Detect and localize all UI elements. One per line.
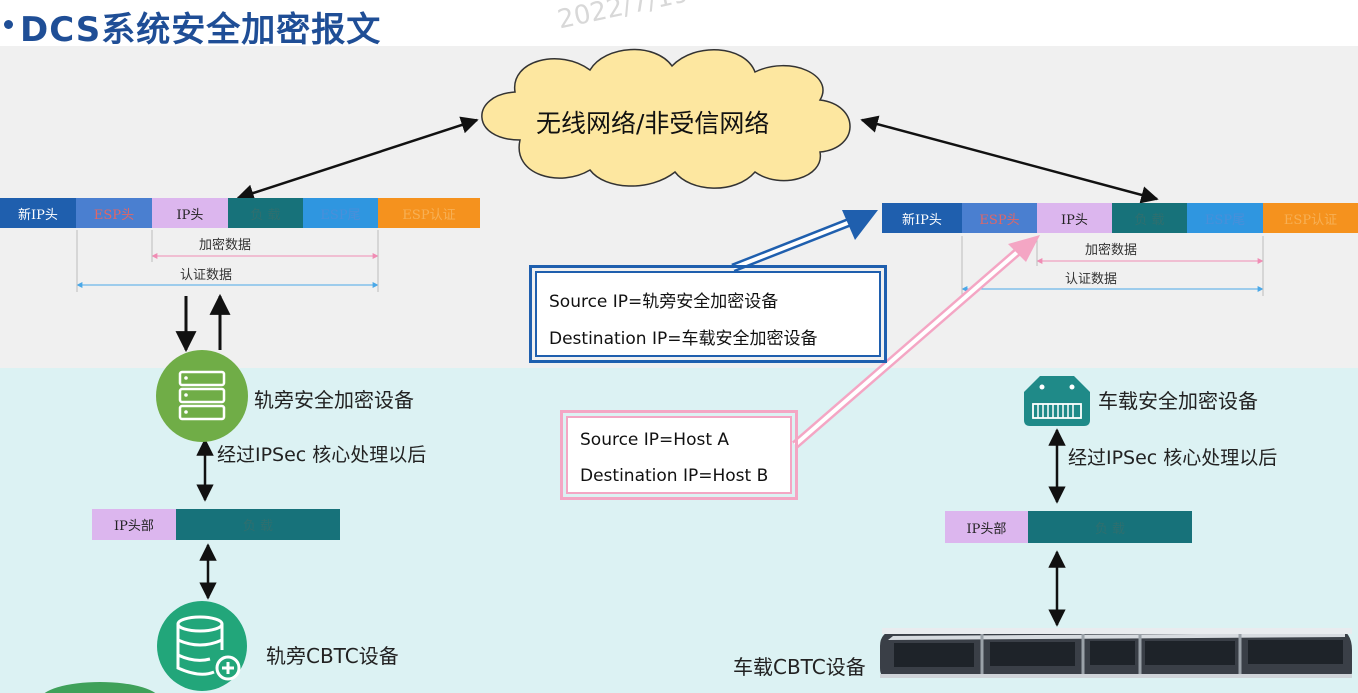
segment-label: 负 载 (1094, 521, 1126, 537)
right-packet-esp-header: ESP头 (962, 203, 1037, 233)
inner-header-pointer-arrow (792, 235, 1040, 449)
right-packet-payload: 负 载 (1112, 203, 1187, 233)
slide-title: DCS系统安全加密报文 (20, 10, 382, 50)
right-encrypted-data-label: 加密数据 (1085, 243, 1138, 258)
slide-header: DCS系统安全加密报文 (0, 0, 1358, 50)
inner-source-ip: Source IP=Host A (580, 430, 730, 450)
left-packet-ip-header: IP头 (152, 198, 228, 228)
left-packet-new-ip-header: 新IP头 (0, 198, 76, 228)
inner-header-box: Source IP=Host A Destination IP=Host B (560, 410, 798, 500)
segment-label: ESP认证 (1283, 212, 1338, 228)
segment-label: ESP尾 (320, 207, 361, 223)
outer-source-ip: Source IP=轨旁安全加密设备 (549, 292, 779, 312)
cloud-to-left-packet-arrow (236, 116, 479, 202)
cloud-label: 无线网络/非受信网络 (536, 109, 770, 138)
left-encrypted-packet: 新IP头 ESP头 IP头 负 载 ESP尾 ESP认证 (0, 198, 480, 228)
left-auth-data-label: 认证数据 (180, 268, 233, 283)
right-auth-data-label: 认证数据 (1065, 272, 1118, 287)
right-plain-ip-header: IP头部 (945, 511, 1028, 543)
segment-label: 新IP头 (18, 207, 58, 223)
segment-label: ESP认证 (402, 207, 456, 223)
right-encrypted-packet: 新IP头 ESP头 IP头 负 载 ESP尾 ESP认证 (882, 203, 1358, 233)
left-plain-ip-header: IP头部 (92, 509, 176, 540)
left-packet-esp-header: ESP头 (76, 198, 152, 228)
left-process-label: 经过IPSec 核心处理以后 (217, 444, 427, 466)
segment-label: ESP头 (979, 212, 1020, 228)
left-plain-payload: 负 载 (176, 509, 340, 540)
segment-label: 新IP头 (902, 212, 942, 228)
outer-destination-ip: Destination IP=车载安全加密设备 (549, 329, 818, 349)
right-packet-esp-auth: ESP认证 (1263, 203, 1358, 233)
segment-label: IP头 (1061, 212, 1088, 228)
right-packet-esp-trailer: ESP尾 (1187, 203, 1263, 233)
right-device-label: 车载安全加密设备 (1098, 389, 1258, 413)
left-packet-esp-auth: ESP认证 (378, 198, 480, 228)
train-icon (880, 628, 1352, 678)
segment-label: 负 载 (1134, 212, 1165, 228)
right-packet-ip-header: IP头 (1037, 203, 1112, 233)
segment-label: 负 载 (250, 207, 281, 223)
server-icon (156, 350, 248, 442)
left-packet-esp-trailer: ESP尾 (303, 198, 378, 228)
segment-label: ESP尾 (1204, 212, 1246, 228)
left-cbtc-label: 轨旁CBTC设备 (266, 644, 399, 668)
right-cbtc-label: 车载CBTC设备 (733, 655, 866, 679)
right-packet-new-ip-header: 新IP头 (882, 203, 962, 233)
right-process-label: 经过IPSec 核心处理以后 (1068, 447, 1278, 469)
database-add-icon (157, 601, 247, 691)
decorative-blob (44, 682, 156, 693)
left-packet-payload: 负 载 (228, 198, 303, 228)
segment-label: IP头部 (966, 521, 1007, 537)
right-plain-payload: 负 载 (1028, 511, 1192, 543)
left-device-label: 轨旁安全加密设备 (254, 388, 414, 412)
segment-label: IP头部 (114, 519, 154, 534)
right-plain-packet: IP头部 负 载 (945, 511, 1192, 543)
segment-label: 负 载 (242, 519, 274, 534)
cloud-to-right-packet-arrow (860, 115, 1159, 204)
outer-header-pointer-arrow (731, 210, 878, 273)
title-bullet (4, 20, 13, 29)
outer-header-box: Source IP=轨旁安全加密设备 Destination IP=车载安全加密… (529, 265, 887, 363)
cloud-icon (481, 48, 851, 189)
segment-label: ESP头 (93, 207, 135, 223)
segment-label: IP头 (176, 207, 204, 223)
network-adapter-icon (1024, 376, 1090, 426)
left-plain-packet: IP头部 负 载 (92, 509, 340, 540)
inner-destination-ip: Destination IP=Host B (580, 466, 769, 486)
left-encrypted-data-label: 加密数据 (199, 238, 252, 253)
